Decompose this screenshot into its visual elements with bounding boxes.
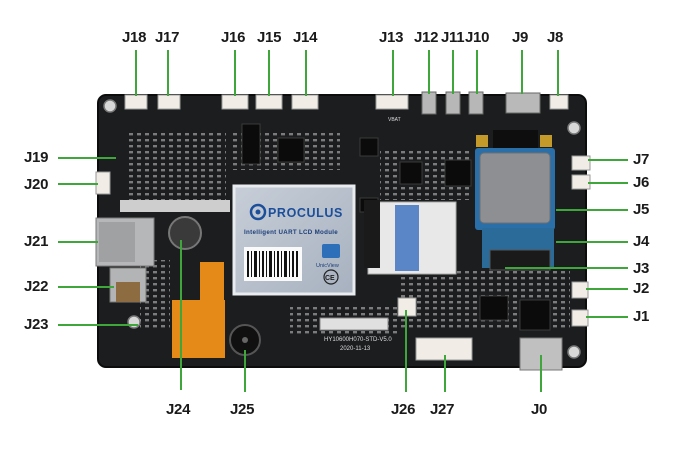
callout-line-j4 (556, 241, 628, 243)
label-j5: J5 (633, 201, 650, 218)
callout-line-j17 (167, 50, 169, 96)
callout-line-j23 (58, 324, 138, 326)
coin-cell (168, 216, 202, 250)
label-j4: J4 (633, 233, 650, 250)
label-j15: J15 (257, 29, 282, 46)
label-j16: J16 (221, 29, 246, 46)
label-j24: J24 (166, 401, 191, 418)
callout-line-j25 (244, 350, 246, 392)
callout-line-j11 (452, 50, 454, 94)
label-j25: J25 (230, 401, 255, 418)
callout-line-j1 (586, 316, 628, 318)
callout-line-j18 (135, 50, 137, 96)
lcd-module-label: PROCULUS Intelligent UART LCD Module (232, 184, 356, 296)
callout-line-j27 (444, 355, 446, 392)
label-j27: J27 (430, 401, 455, 418)
top-connectors (124, 94, 569, 110)
callout-line-j12 (428, 50, 430, 94)
label-j0: J0 (531, 401, 548, 418)
silk-board-model: HY10600H070-STD-V5.0 (324, 337, 392, 343)
label-j7: J7 (633, 151, 650, 168)
callout-line-j26 (405, 310, 407, 392)
label-j13: J13 (379, 29, 404, 46)
callout-line-j22 (58, 286, 114, 288)
callout-line-j24 (180, 240, 182, 390)
silk-board-date: 2020-11-13 (340, 346, 371, 352)
label-j8: J8 (547, 29, 564, 46)
callout-line-j5 (556, 209, 628, 211)
callout-line-j7 (588, 159, 628, 161)
usb-ports (421, 91, 484, 115)
callout-line-j15 (268, 50, 270, 96)
callout-line-j20 (58, 183, 98, 185)
callout-line-j9 (521, 50, 523, 94)
ce-mark: CE (325, 275, 335, 282)
label-j2: J2 (633, 280, 650, 297)
unicview-text: UnicView (316, 263, 339, 269)
silk-vbat: VBAT (388, 117, 401, 123)
right-connectors (571, 155, 591, 327)
label-j1: J1 (633, 308, 650, 325)
label-j10: J10 (465, 29, 490, 46)
callout-line-j14 (305, 50, 307, 96)
callout-line-j6 (588, 182, 628, 184)
barcode (244, 247, 302, 281)
label-j17: J17 (155, 29, 180, 46)
label-j20: J20 (24, 176, 49, 193)
callout-line-j13 (392, 50, 394, 96)
label-j19: J19 (24, 149, 49, 166)
label-j23: J23 (24, 316, 49, 333)
label-j3: J3 (633, 260, 650, 277)
module-subtitle: Intelligent UART LCD Module (244, 229, 338, 236)
label-j18: J18 (122, 29, 147, 46)
callout-line-j21 (58, 241, 98, 243)
flex-cable (172, 300, 225, 358)
callout-line-j2 (586, 288, 628, 290)
label-j12: J12 (414, 29, 439, 46)
label-j11: J11 (441, 29, 465, 46)
brand-text: PROCULUS (268, 206, 343, 220)
label-j9: J9 (512, 29, 529, 46)
unicview-logo (322, 244, 340, 258)
label-j6: J6 (633, 174, 650, 191)
label-j22: J22 (24, 278, 49, 295)
callout-line-j0 (540, 355, 542, 392)
callout-line-j3 (505, 267, 628, 269)
callout-line-j16 (234, 50, 236, 96)
label-j14: J14 (293, 29, 318, 46)
label-j21: J21 (24, 233, 49, 250)
callout-line-j19 (58, 157, 116, 159)
callout-line-j10 (476, 50, 478, 94)
label-j26: J26 (391, 401, 416, 418)
ic-chips (241, 123, 551, 331)
callout-line-j8 (557, 50, 559, 96)
hdmi-port (505, 92, 541, 114)
